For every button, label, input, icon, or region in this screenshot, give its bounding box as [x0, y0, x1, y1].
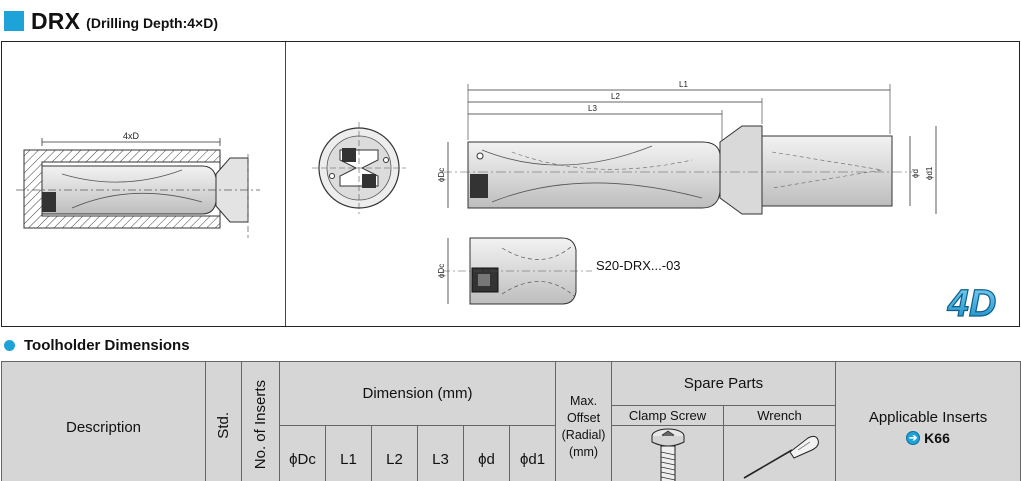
workpiece-section	[16, 138, 260, 238]
clamp-screw-image	[611, 425, 725, 481]
depth-badge: 4D	[947, 283, 997, 325]
col-d: ϕd	[463, 425, 510, 481]
col-dimension-group: Dimension (mm)	[278, 361, 557, 426]
title-marker	[4, 11, 24, 31]
applicable-inserts-label: Applicable Inserts	[868, 408, 988, 426]
page-title: DRX	[31, 7, 81, 34]
col-description: Description	[1, 361, 206, 481]
section-title: Toolholder Dimensions	[24, 336, 190, 354]
section-bullet-icon	[4, 339, 15, 351]
page-subtitle: (Drilling Depth:4×D)	[86, 15, 219, 31]
arrow-right-icon: ➔	[906, 430, 921, 445]
col-l1: L1	[325, 425, 372, 481]
technical-drawing: 4xD	[1, 41, 1020, 327]
dim-d-label: ϕd	[911, 169, 920, 178]
section-header: Toolholder Dimensions	[4, 335, 190, 355]
drill-detail-view	[442, 237, 592, 305]
toolholder-dimensions-table: Description Std. No. of Inserts Dimensio…	[1, 361, 1021, 481]
drill-front-view	[312, 122, 406, 214]
variant-label: S20-DRX...-03	[596, 258, 681, 273]
col-dc: ϕDc	[279, 425, 326, 481]
wrench-icon	[743, 435, 819, 479]
dim-d1-label: ϕd1	[925, 166, 934, 180]
dim-l3-label: L3	[588, 104, 597, 113]
page-header: DRX (Drilling Depth:4×D)	[4, 6, 218, 36]
col-applicable-inserts: Applicable Inserts ➔ K66	[835, 361, 1021, 481]
drill-side-view	[442, 84, 937, 215]
drill-drawing-svg: 4xD	[16, 80, 997, 325]
depth-label: 4xD	[123, 131, 140, 141]
col-clamp-screw: Clamp Screw	[611, 405, 725, 426]
col-l3: L3	[417, 425, 464, 481]
dim-dc-detail-label: ϕDc	[437, 264, 446, 278]
col-l2: L2	[371, 425, 418, 481]
col-std: Std.	[205, 361, 242, 481]
dim-l1-label: L1	[679, 80, 688, 89]
col-spare-parts: Spare Parts	[611, 361, 837, 406]
drawing-divider	[285, 42, 287, 326]
col-wrench: Wrench	[723, 405, 837, 426]
dim-dc-label: ϕDc	[437, 168, 446, 182]
col-num-inserts: No. of Inserts	[241, 361, 280, 481]
insert-link-k66[interactable]: ➔ K66	[906, 430, 950, 446]
wrench-image	[723, 425, 837, 481]
insert-link-label: K66	[924, 429, 950, 446]
dim-l2-label: L2	[611, 92, 620, 101]
col-d1: ϕd1	[508, 425, 557, 481]
col-max-offset: Max. Offset (Radial) (mm)	[555, 361, 613, 481]
clamp-screw-icon	[651, 428, 685, 481]
